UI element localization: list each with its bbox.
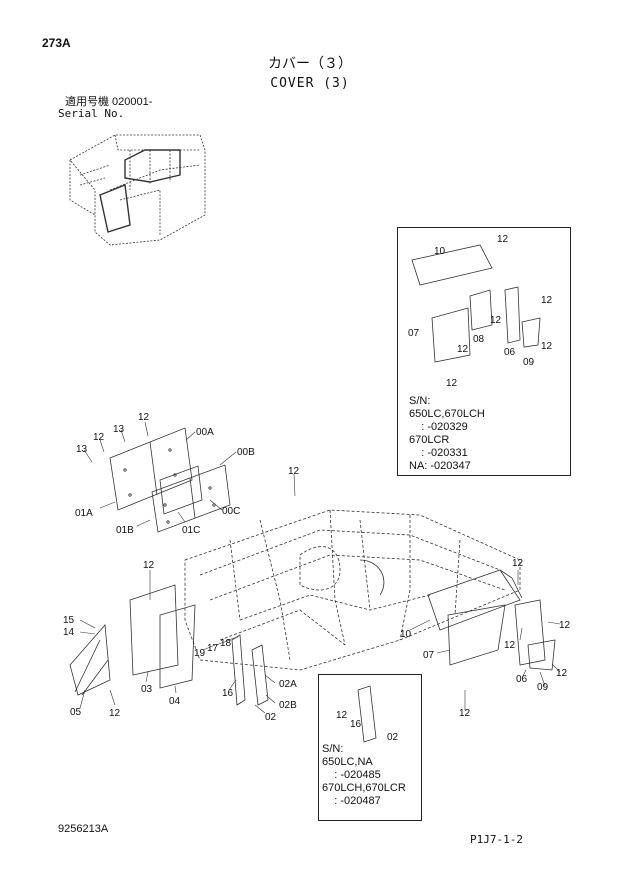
callout-labels: 00A 00B 00C 01A 01B 01C 12 13 12 13 12 1… bbox=[63, 412, 571, 723]
cover-plate-00a bbox=[109, 427, 193, 511]
cover-05 bbox=[69, 624, 111, 696]
bracket-07 bbox=[447, 604, 506, 666]
callout-label: 12 bbox=[457, 344, 469, 355]
callout-label: 12 bbox=[138, 412, 150, 423]
leader-lines bbox=[79, 421, 561, 714]
callout-label: 00A bbox=[196, 427, 214, 438]
inset-bottom-plate bbox=[357, 685, 377, 743]
callout-label: 12 bbox=[512, 558, 524, 569]
cover-05-ribs bbox=[74, 639, 109, 696]
page-reference: P1J7-1-2 bbox=[470, 833, 523, 846]
gasket-01c bbox=[159, 465, 203, 515]
callout-label: 00B bbox=[237, 447, 255, 458]
callout-label: 10 bbox=[400, 629, 412, 640]
callout-label: 02 bbox=[387, 732, 399, 743]
callout-label: 03 bbox=[141, 684, 153, 695]
callout-label: 14 bbox=[63, 627, 75, 638]
page-title-japanese: カバー（３） bbox=[268, 55, 352, 71]
callout-label: 12 bbox=[288, 466, 300, 477]
callout-label: 01A bbox=[75, 508, 93, 519]
callout-label: 13 bbox=[113, 424, 125, 435]
inset-detail-top bbox=[397, 227, 571, 476]
callout-label: 16 bbox=[222, 688, 234, 699]
callout-label: 01C bbox=[182, 525, 200, 536]
main-frame bbox=[184, 509, 521, 671]
callout-label: 06 bbox=[504, 347, 516, 358]
callout-label: 09 bbox=[523, 357, 535, 368]
callout-label: 12 bbox=[93, 432, 105, 443]
inset-top-labels: 10 12 12 07 12 08 12 12 06 09 12 bbox=[408, 234, 553, 389]
cover-04 bbox=[159, 604, 196, 689]
callout-label: 12 bbox=[556, 668, 568, 679]
callout-label: 17 bbox=[207, 643, 219, 654]
machine-overview-highlight bbox=[99, 149, 181, 233]
cover-10 bbox=[427, 569, 523, 631]
callout-label: 15 bbox=[63, 615, 75, 626]
cover-plate-00b bbox=[151, 464, 231, 533]
callout-label: 02B bbox=[279, 700, 297, 711]
callout-label: 12 bbox=[497, 234, 509, 245]
callout-label: 02 bbox=[265, 712, 277, 723]
drawing-number: 9256213A bbox=[58, 823, 109, 835]
serial-label-japanese: 適用号機 020001- bbox=[65, 96, 153, 108]
wire-harness bbox=[359, 559, 385, 596]
inset-top-parts bbox=[411, 244, 541, 363]
callout-label: 04 bbox=[169, 696, 181, 707]
callout-label: 02A bbox=[279, 679, 297, 690]
callout-label: 12 bbox=[541, 341, 553, 352]
callout-label: 12 bbox=[459, 708, 471, 719]
callout-label: 16 bbox=[350, 719, 362, 730]
callout-label: 12 bbox=[541, 295, 553, 306]
callout-label: 08 bbox=[473, 334, 485, 345]
plate-06 bbox=[514, 599, 546, 666]
callout-label: 09 bbox=[537, 682, 549, 693]
callout-label: 12 bbox=[143, 560, 155, 571]
callout-label: 10 bbox=[434, 246, 446, 257]
page-title: COVER (3) bbox=[270, 76, 350, 91]
cover-03 bbox=[129, 584, 179, 676]
callout-label: 12 bbox=[559, 620, 571, 631]
callout-label: 12 bbox=[504, 640, 516, 651]
inset-top-serial-note: S/N: 650LC,670LCH : -020329 670LCR : -02… bbox=[409, 395, 485, 472]
callout-label: 12 bbox=[446, 378, 458, 389]
plate-02 bbox=[251, 644, 269, 706]
inset-bottom-labels: 12 16 02 bbox=[336, 710, 399, 743]
bracket-16 bbox=[231, 634, 246, 706]
callout-label: 05 bbox=[70, 707, 82, 718]
inset-bottom-serial-note: S/N: 650LC,NA : -020485 670LCH,670LCR : … bbox=[322, 743, 406, 807]
callout-label: 06 bbox=[516, 674, 528, 685]
callout-label: 18 bbox=[220, 638, 232, 649]
callout-label: 07 bbox=[423, 650, 435, 661]
page-number: 273A bbox=[42, 36, 71, 50]
callout-label: 13 bbox=[76, 444, 88, 455]
callout-label: 01B bbox=[116, 525, 134, 536]
serial-label: Serial No. bbox=[58, 107, 125, 120]
machine-overview-sketch bbox=[69, 134, 206, 246]
callout-label: 07 bbox=[408, 328, 420, 339]
callout-label: 12 bbox=[336, 710, 348, 721]
callout-label: 12 bbox=[109, 708, 121, 719]
plate-09 bbox=[527, 639, 556, 671]
callout-label: 00C bbox=[222, 506, 240, 517]
callout-label: 12 bbox=[490, 315, 502, 326]
inset-detail-bottom bbox=[318, 674, 422, 821]
callout-label: 19 bbox=[194, 648, 206, 659]
